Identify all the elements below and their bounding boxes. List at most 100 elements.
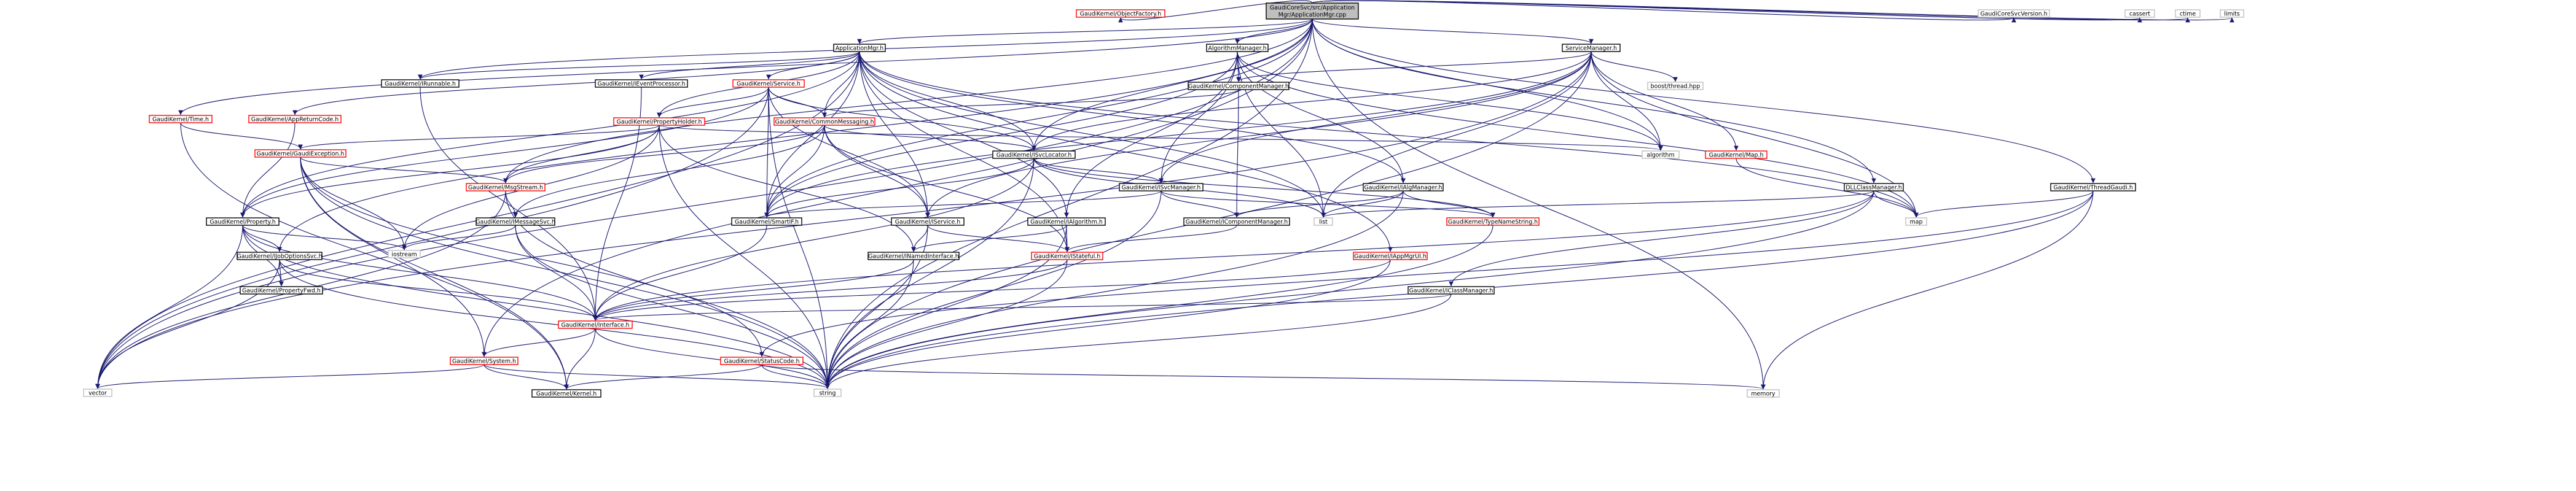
- edge-ialgorithm-to-string: [825, 225, 1067, 389]
- edge-commonmsg-to-istateful: [824, 125, 1070, 252]
- node-inamed[interactable]: GaudiKernel/INamedInterface.h: [867, 252, 960, 260]
- node-propholder[interactable]: GaudiKernel/PropertyHolder.h: [613, 117, 705, 126]
- node-box: [83, 389, 112, 397]
- node-compmgr[interactable]: GaudiKernel/ComponentManager.h: [1188, 82, 1290, 90]
- node-algorithm: algorithm: [1642, 150, 1680, 159]
- edge-service-to-propholder: [657, 87, 769, 118]
- edge-root-to-string: [825, 18, 1313, 389]
- node-box: [450, 357, 519, 365]
- edge-appmgr-to-iappmgrui: [859, 51, 1393, 252]
- edge-appmgr-to-commonmsg: [822, 51, 860, 118]
- node-isvcmanager[interactable]: GaudiKernel/ISvcManager.h: [1119, 183, 1204, 191]
- edge-propholder-to-gaudiexc: [298, 125, 660, 150]
- node-box: [1407, 286, 1495, 295]
- node-root[interactable]: GaudiCoreSvc/src/ApplicationMgr/Applicat…: [1266, 2, 1359, 20]
- edge-ialgmanager-to-string: [825, 190, 1404, 389]
- node-istateful[interactable]: GaudiKernel/IStateful.h: [1031, 252, 1103, 260]
- node-ijoboptions[interactable]: GaudiKernel/IJobOptionsSvc.h: [237, 252, 323, 260]
- edge-ialgmanager-to-icompmgr: [1234, 190, 1404, 218]
- node-label: ServiceManager.h: [1565, 45, 1617, 52]
- edge-appmgr-to-appret: [292, 51, 860, 115]
- edge-isvcmanager-to-icompmgr: [1161, 190, 1239, 218]
- node-label: GaudiKernel/ISvcLocator.h: [996, 152, 1072, 159]
- node-service[interactable]: GaudiKernel/Service.h: [732, 79, 805, 88]
- edge-msgstream-to-string: [505, 190, 830, 389]
- node-limits: limits: [2220, 9, 2244, 18]
- node-label: GaudiKernel/IAlgManager.h: [1364, 185, 1442, 191]
- node-iappmgrui[interactable]: GaudiKernel/IAppMgrUI.h: [1353, 252, 1428, 260]
- node-svclocator[interactable]: GaudiKernel/ISvcLocator.h: [992, 150, 1076, 159]
- node-label: GaudiKernel/StatusCode.h: [724, 358, 800, 365]
- node-box: [2220, 9, 2244, 18]
- node-appret[interactable]: GaudiKernel/AppReturnCode.h: [248, 115, 342, 123]
- node-box: [595, 79, 688, 88]
- edge-icompmgr-to-istateful: [1065, 225, 1237, 252]
- node-box: [891, 217, 965, 226]
- edge-svclocator-to-typename: [1033, 158, 1495, 218]
- edge-compmgr-to-commonmsg: [822, 89, 1239, 118]
- edge-ijoboptions-to-string: [279, 259, 830, 389]
- node-system[interactable]: GaudiKernel/System.h: [450, 357, 519, 365]
- node-ialgorithm[interactable]: GaudiKernel/IAlgorithm.h: [1027, 217, 1106, 226]
- node-dllclassmgr[interactable]: DLLClassManager.h: [1844, 183, 1904, 191]
- node-memory: memory: [1747, 389, 1780, 398]
- node-label: GaudiKernel/MsgStream.h: [468, 185, 543, 191]
- edge-algmanager-to-isvcmanager: [1159, 51, 1238, 184]
- node-label: GaudiKernel/ISvcManager.h: [1122, 185, 1201, 191]
- edge-root-to-version: [1312, 0, 2016, 23]
- edge-root-to-appmgr: [857, 18, 1313, 44]
- node-svcmanager[interactable]: ServiceManager.h: [1562, 44, 1621, 52]
- edge-appmgr-to-iservice: [859, 51, 930, 218]
- node-iclassmgr[interactable]: GaudiKernel/IClassManager.h: [1407, 286, 1495, 295]
- node-time[interactable]: GaudiKernel/Time.h: [149, 115, 213, 123]
- node-msgstream[interactable]: GaudiKernel/MsgStream.h: [466, 183, 546, 191]
- node-typename[interactable]: GaudiKernel/TypeNameString.h: [1446, 217, 1540, 226]
- edge-ijoboptions-to-vector: [95, 259, 280, 389]
- node-ialgmanager[interactable]: GaudiKernel/IAlgManager.h: [1363, 183, 1444, 191]
- edge-interface-to-string: [595, 328, 830, 389]
- node-box: [149, 115, 213, 123]
- node-box: [248, 115, 342, 123]
- node-box: [1363, 183, 1444, 191]
- edge-imsgsvc-to-interface: [515, 225, 598, 321]
- node-box: [1119, 183, 1204, 191]
- node-ieventproc[interactable]: GaudiKernel/IEventProcessor.h: [595, 79, 688, 88]
- node-box: [720, 357, 804, 365]
- node-property[interactable]: GaudiKernel/Property.h: [206, 217, 280, 226]
- node-statuscode[interactable]: GaudiKernel/StatusCode.h: [720, 357, 804, 365]
- edge-inamed-to-string: [825, 259, 914, 389]
- node-label: GaudiKernel/ObjectFactory.h: [1080, 11, 1162, 18]
- edge-gaudiexc-to-msgstream: [300, 157, 508, 184]
- edge-propholder-to-msgstream: [503, 125, 660, 184]
- node-appmgr[interactable]: ApplicationMgr.h: [833, 44, 886, 52]
- node-interface[interactable]: GaudiKernel/Interface.h: [558, 320, 633, 329]
- node-box: [1446, 217, 1540, 226]
- edge-gaudiexc-to-string: [300, 157, 830, 389]
- node-box: [1562, 44, 1621, 52]
- node-box: [1183, 217, 1290, 226]
- node-threadgaudi[interactable]: GaudiKernel/ThreadGaudi.h: [2050, 183, 2136, 191]
- node-propfwd[interactable]: GaudiKernel/PropertyFwd.h: [240, 286, 323, 295]
- node-irunnable[interactable]: GaudiKernel/IRunnable.h: [381, 79, 460, 88]
- node-algmanager[interactable]: AlgorithmManager.h: [1206, 44, 1269, 52]
- node-commonmsg[interactable]: GaudiKernel/CommonMessaging.h: [773, 117, 875, 126]
- node-box: [531, 389, 601, 398]
- node-imsgsvc[interactable]: GaudiKernel/IMessageSvc.h: [476, 217, 555, 226]
- node-icompmgr[interactable]: GaudiKernel/IComponentManager.h: [1183, 217, 1290, 226]
- node-kernel[interactable]: GaudiKernel/Kernel.h: [531, 389, 601, 398]
- node-smartif[interactable]: GaudiKernel/SmartIF.h: [731, 217, 802, 226]
- node-iservice[interactable]: GaudiKernel/IService.h: [891, 217, 965, 226]
- node-box: [558, 320, 633, 329]
- node-label: map: [1910, 219, 1923, 226]
- edge-time-to-gaudiexc: [180, 122, 303, 150]
- node-gaudiexc[interactable]: GaudiKernel/GaudiException.h: [254, 149, 346, 158]
- edge-root-to-limits: [1312, 0, 2234, 23]
- node-objfactory[interactable]: GaudiKernel/ObjectFactory.h: [1076, 9, 1165, 18]
- node-box: [1705, 150, 1768, 159]
- edge-service-to-vector: [95, 87, 769, 389]
- node-gkmap[interactable]: GaudiKernel/Map.h: [1705, 150, 1768, 159]
- edge-appmgr-to-map: [859, 51, 1919, 218]
- edge-svcmanager-to-gkmap: [1591, 51, 1739, 151]
- edge-iappmgrui-to-interface: [593, 259, 1391, 321]
